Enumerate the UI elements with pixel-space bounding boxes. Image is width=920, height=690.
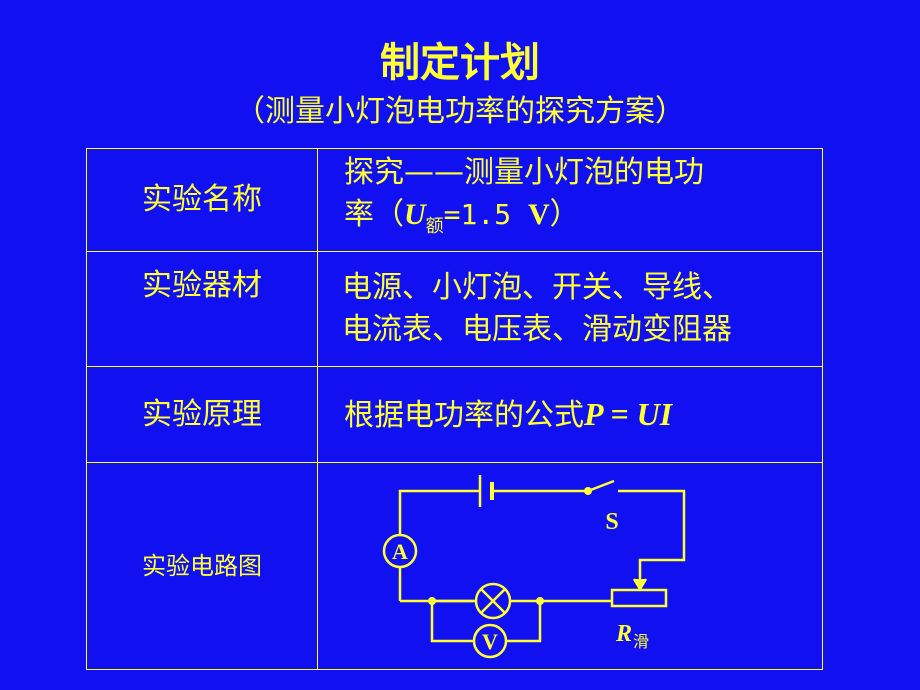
wire-voltmeter-branch	[430, 601, 542, 643]
row-label-circuit: 实验电路图	[86, 462, 318, 670]
equipment-line1: 电源、小灯泡、开关、导线、	[342, 270, 732, 305]
table-row-equipment: 实验器材 电源、小灯泡、开关、导线、 电流表、电压表、滑动变阻器	[86, 251, 823, 367]
name-line2: 率（U额=1.5 V）	[344, 194, 812, 248]
wire-top-right	[618, 489, 686, 587]
page-subtitle: （测量小灯泡电功率的探究方案）	[235, 94, 685, 129]
name-line2-prefix: 率（	[344, 197, 404, 232]
equipment-line2: 电流表、电压表、滑动变阻器	[342, 312, 732, 347]
rated-voltage-sub: 额	[425, 216, 444, 237]
row-label-name: 实验名称	[86, 148, 318, 252]
ammeter-label: A	[392, 539, 408, 564]
voltmeter-label: V	[482, 629, 498, 654]
voltmeter-circle	[472, 623, 508, 659]
circuit-diagram: A V S R 滑	[382, 475, 686, 659]
rheostat-sub-label: 滑	[633, 633, 649, 651]
name-line1: 探究——测量小灯泡的电功	[344, 155, 704, 190]
page-title: 制定计划	[380, 40, 540, 86]
rated-voltage-unit: V	[527, 198, 550, 231]
plan-table: 实验名称 探究——测量小灯泡的电功 率（U额=1.5 V） 实验器材 电源、小灯…	[86, 148, 823, 670]
row-value-equipment: 电源、小灯泡、开关、导线、 电流表、电压表、滑动变阻器	[317, 251, 823, 367]
table-row-circuit: 实验电路图	[86, 462, 823, 670]
switch-label: S	[605, 509, 618, 535]
switch-pivot-dot	[584, 487, 592, 495]
rated-voltage-var: U	[404, 198, 426, 231]
row-value-principle: 根据电功率的公式P = UI	[317, 366, 823, 463]
row-value-name: 探究——测量小灯泡的电功 率（U额=1.5 V）	[317, 148, 823, 252]
rheostat-label: R	[615, 621, 632, 647]
junction-dot-left	[428, 597, 436, 605]
rheostat-slider-arrow	[632, 578, 648, 592]
junction-dot-right	[536, 597, 544, 605]
rated-voltage-value: =1.5	[443, 198, 528, 231]
ammeter-circle	[382, 533, 418, 569]
row-label-principle: 实验原理	[86, 366, 318, 463]
table-row-name: 实验名称 探究——测量小灯泡的电功 率（U额=1.5 V）	[86, 148, 823, 252]
row-label-equipment: 实验器材	[86, 251, 318, 367]
lamp-cross-2	[480, 588, 506, 614]
principle-text: 根据电功率的公式	[344, 397, 584, 433]
switch-blade	[587, 479, 615, 493]
rheostat-resistor	[610, 588, 668, 608]
power-formula: P = UI	[584, 395, 673, 432]
name-line2-close: ）	[549, 197, 580, 232]
table-row-principle: 实验原理 根据电功率的公式P = UI	[86, 366, 823, 463]
row-value-circuit: A V S R 滑	[317, 462, 823, 670]
